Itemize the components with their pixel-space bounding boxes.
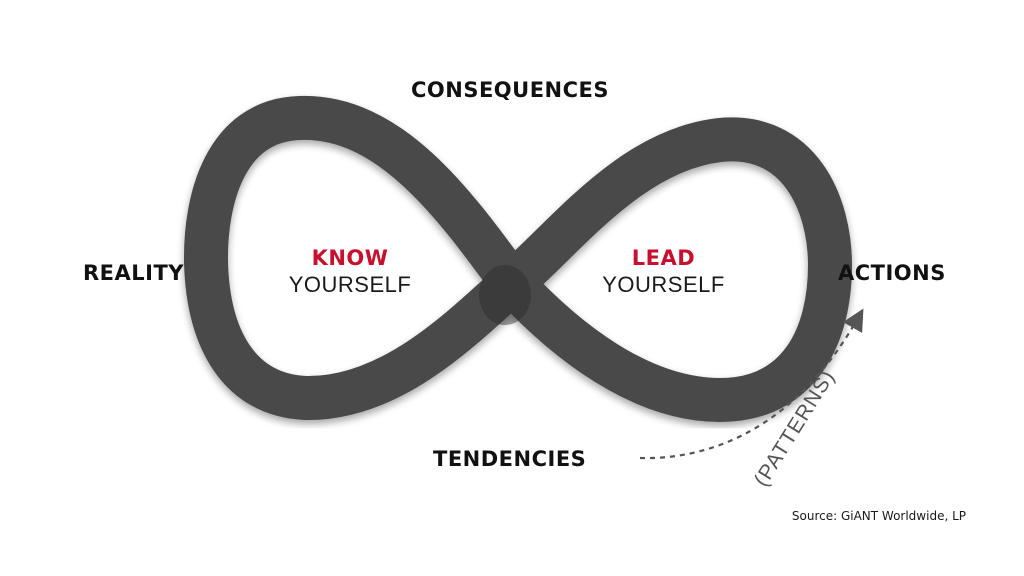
lead-label: LEAD bbox=[631, 246, 696, 270]
left-loop-text: KNOW YOURSELF bbox=[285, 246, 415, 298]
know-yourself-label: YOURSELF bbox=[288, 272, 412, 297]
infinity-loop bbox=[183, 95, 852, 422]
source-caption: Source: GiANT Worldwide, LP bbox=[791, 509, 966, 523]
label-tendencies: TENDENCIES bbox=[433, 447, 587, 471]
label-consequences: CONSEQUENCES bbox=[411, 78, 610, 102]
lead-yourself-label: YOURSELF bbox=[602, 272, 725, 297]
label-reality: REALITY bbox=[83, 261, 184, 285]
crossing-shadow bbox=[479, 265, 531, 325]
patterns-arrow bbox=[639, 308, 864, 460]
right-loop-text: LEAD YOURSELF bbox=[596, 246, 731, 298]
label-actions: ACTIONS bbox=[838, 261, 946, 285]
know-label: KNOW bbox=[311, 246, 389, 270]
